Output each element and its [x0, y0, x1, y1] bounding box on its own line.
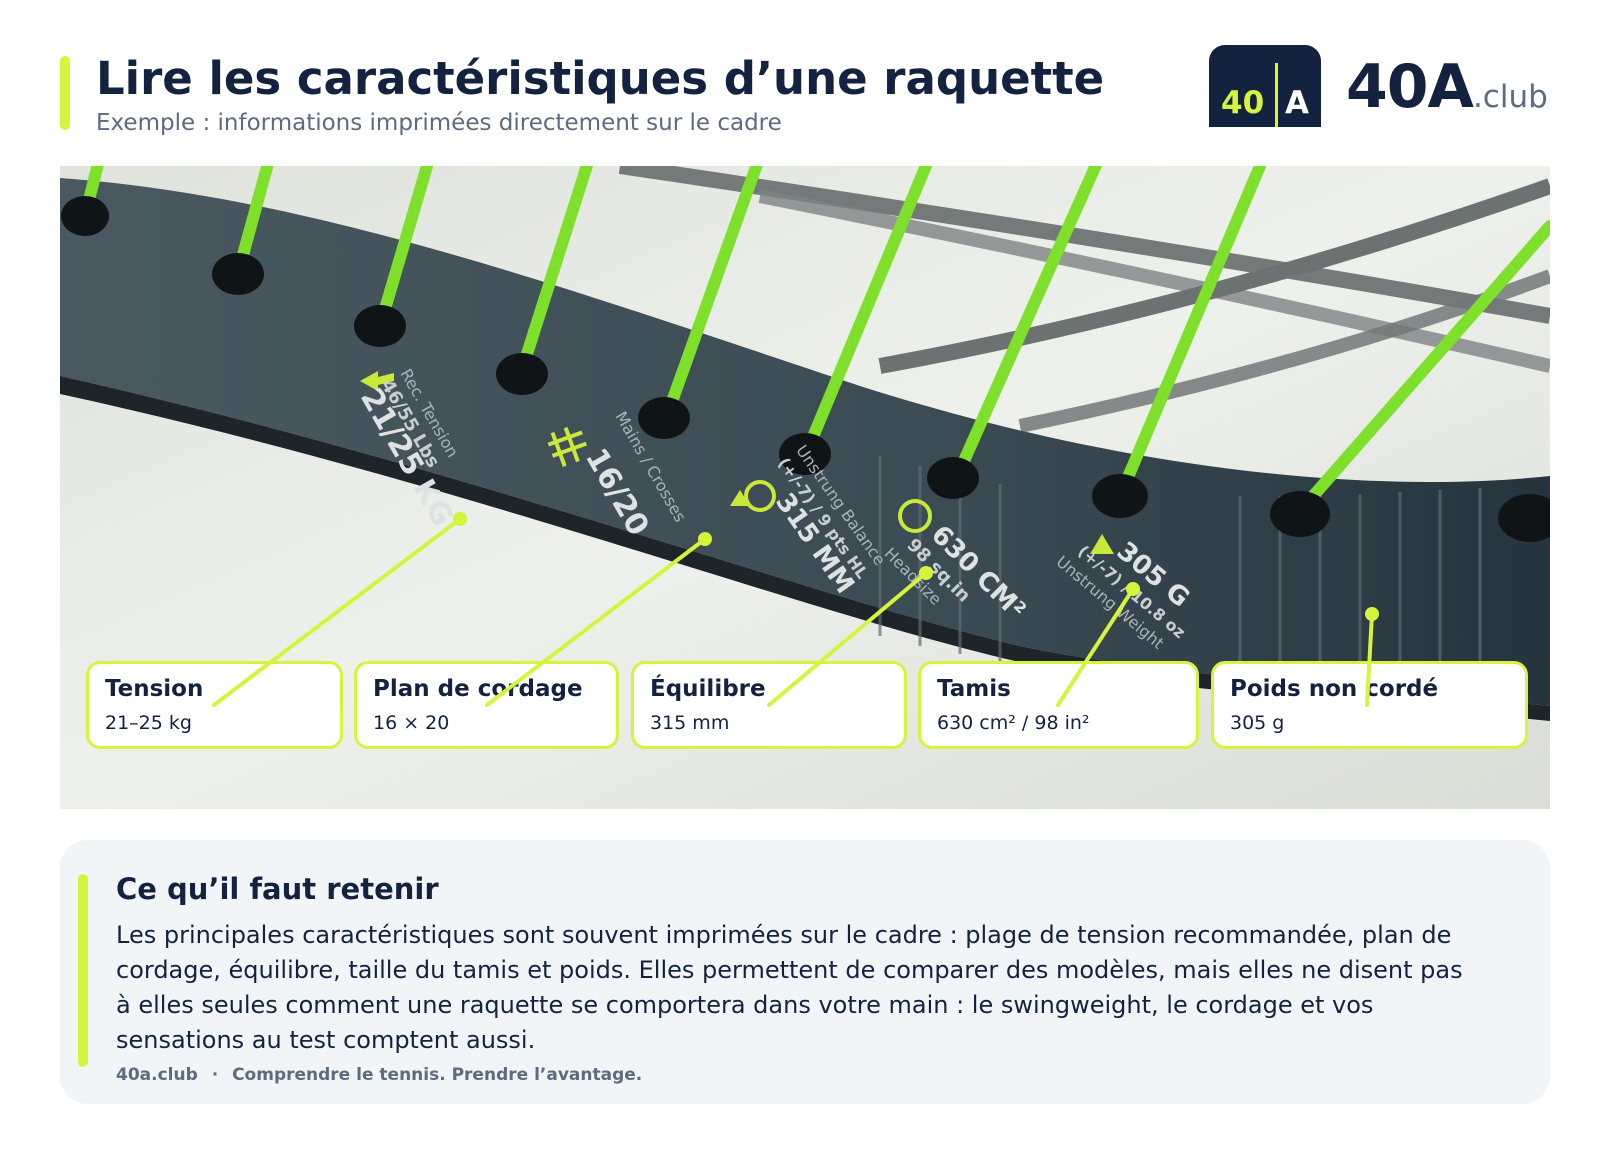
logo-badge-letter: A — [1285, 85, 1309, 121]
string-grommet — [354, 305, 406, 347]
spec-label: Tension — [105, 676, 204, 702]
string-grommet — [1270, 491, 1330, 537]
spec-value: 16 × 20 — [373, 712, 450, 734]
racket-frame-illustration: 21/25 KG 46/55 Lbs Rec. Tension 16/20 Ma… — [60, 166, 1550, 809]
spec-card-balance: Équilibre 315 mm — [631, 661, 907, 749]
spec-value: 305 g — [1230, 712, 1285, 734]
string-grid-icon — [547, 427, 587, 468]
spec-card-tension: Tension 21–25 kg — [86, 661, 343, 749]
string-grommet — [496, 353, 548, 395]
cross-string — [758, 189, 1550, 373]
spec-value: 315 mm — [650, 712, 730, 734]
cross-string — [618, 166, 1550, 324]
main-string — [374, 166, 434, 332]
footer: 40a.club · Comprendre le tennis. Prendre… — [116, 1065, 642, 1085]
main-string — [514, 166, 594, 382]
logo-wordmark-tld: .club — [1472, 79, 1548, 115]
title-accent-bar — [60, 56, 70, 130]
string-grommet — [779, 433, 831, 475]
footer-tagline: Comprendre le tennis. Prendre l’avantage… — [232, 1065, 643, 1085]
string-grommet — [61, 196, 109, 236]
spec-card-unstrung-weight: Poids non cordé 305 g — [1211, 661, 1528, 749]
summary-box — [60, 840, 1550, 1104]
logo-badge-divider — [1275, 63, 1278, 127]
logo-wordmark: 40A.club — [1346, 52, 1548, 122]
main-string — [1114, 166, 1266, 502]
main-string — [1294, 220, 1550, 517]
weight-icon — [1090, 534, 1114, 554]
main-string — [949, 166, 1103, 487]
string-grommet — [212, 253, 264, 295]
summary-text: Les principales caractéristiques sont so… — [116, 921, 1463, 1054]
summary-accent-bar — [78, 874, 88, 1067]
spec-value: 21–25 kg — [105, 712, 192, 734]
page-title: Lire les caractéristiques d’une raquette — [96, 52, 1105, 105]
string-grommet — [1498, 494, 1550, 542]
spec-card-string-pattern: Plan de cordage 16 × 20 — [354, 661, 619, 749]
spec-value: 630 cm² / 98 in² — [937, 712, 1090, 734]
string-grommet — [1092, 474, 1148, 518]
spec-label: Plan de cordage — [373, 676, 583, 702]
footer-separator: · — [211, 1065, 219, 1085]
main-string — [659, 166, 763, 427]
logo-badge-number: 40 — [1221, 85, 1265, 121]
main-string — [799, 166, 933, 462]
footer-site: 40a.club — [116, 1065, 198, 1085]
racket-frame-photo: 21/25 KG 46/55 Lbs Rec. Tension 16/20 Ma… — [60, 166, 1550, 809]
main-string — [234, 166, 274, 272]
frame-print-icons — [360, 371, 1114, 554]
tension-arrows-icon — [360, 371, 394, 391]
spec-label: Tamis — [937, 676, 1011, 702]
summary-title: Ce qu’il faut retenir — [116, 872, 439, 906]
spec-card-headsize: Tamis 630 cm² / 98 in² — [918, 661, 1199, 749]
string-grommet — [638, 397, 690, 439]
spec-label: Équilibre — [650, 676, 766, 702]
page-subtitle: Exemple : informations imprimées directe… — [96, 110, 782, 136]
spec-label: Poids non cordé — [1230, 676, 1439, 702]
racket-icon — [744, 480, 776, 512]
racket-head-icon — [898, 499, 932, 533]
logo-wordmark-main: 40A — [1346, 52, 1474, 122]
string-grommet — [927, 457, 979, 499]
logo-badge: 40 A — [1209, 45, 1321, 127]
balance-triangle-icon — [730, 490, 750, 506]
